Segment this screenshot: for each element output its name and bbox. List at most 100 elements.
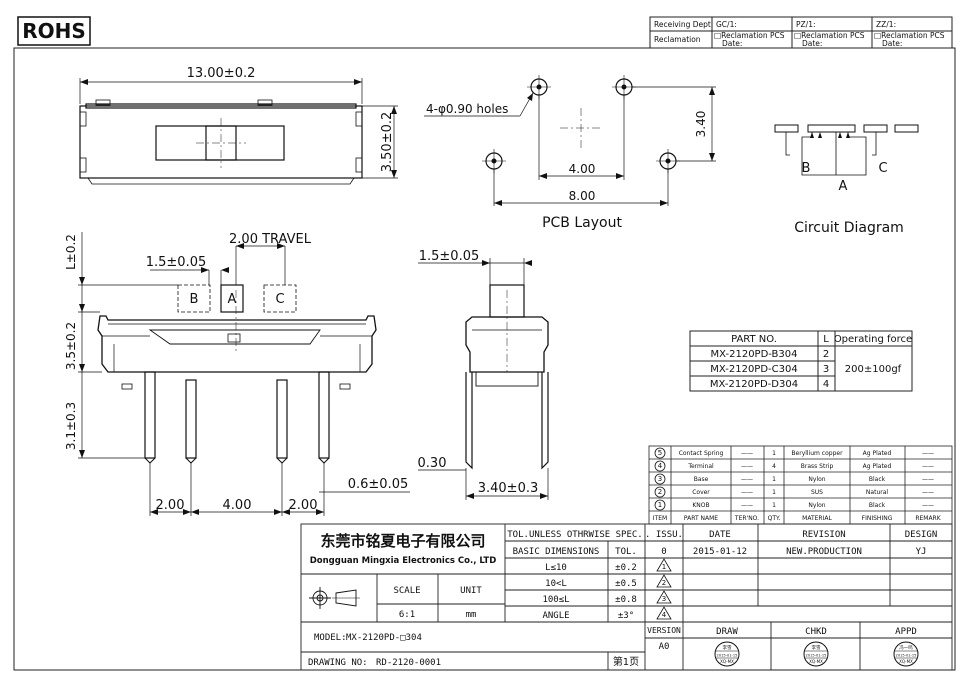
bom-cell-remark: —— — [922, 463, 934, 470]
circuit-label-b: B — [802, 161, 811, 176]
bom-cell-part: —— — [741, 463, 753, 470]
bom-cell-finish: Ag Plated — [863, 450, 892, 457]
circuit-title: Circuit Diagram — [794, 220, 904, 236]
front-pos-a: A — [228, 292, 237, 307]
pcb-hole-top-left — [527, 75, 551, 99]
stamp-date: 2015-01-15 — [896, 654, 917, 658]
part-row-part: MX-2120PD-C304 — [710, 364, 797, 375]
issu-header: . ISSU. — [645, 530, 683, 540]
rohs-text: ROHS — [22, 19, 86, 43]
basic-dims-header: BASIC DIMENSIONS — [513, 547, 600, 557]
receiving-dept-label: Receiving Dept — [654, 20, 711, 29]
bom-cell-part: —— — [741, 489, 753, 496]
bom-header-remark: REMARK — [915, 515, 941, 522]
projection-symbol — [309, 587, 360, 609]
bom-cell-material: Beryllium copper — [791, 450, 843, 457]
drawing-no-label: DRAWING NO: — [308, 658, 368, 668]
pcb-dim-400: 4.00 — [569, 162, 596, 176]
operating-force-value: 200±100gf — [845, 364, 902, 375]
bom-header-part-name: PART NAME — [684, 515, 718, 522]
pcb-holes-label: 4-φ0.90 holes — [426, 102, 508, 116]
tol-value: ±0.2 — [615, 563, 637, 573]
appd-header: APPD — [895, 627, 917, 637]
bom-header-ter-no: TER'NO. — [734, 515, 759, 522]
tol-range: 10<L — [545, 579, 567, 589]
bom-header-item: ITEM — [653, 515, 667, 522]
bom-cell-material: Nylon — [808, 502, 825, 509]
front-travel-dim: 2.00 TRAVEL — [229, 232, 312, 247]
bom-cell-remark: —— — [922, 502, 934, 509]
front-pitch-mid: 4.00 — [223, 498, 252, 513]
bom-cell-material: SUS — [811, 489, 823, 496]
design-header: DESIGN — [905, 530, 938, 540]
version-label: VERSION — [647, 626, 681, 635]
tol-range: L≤10 — [545, 563, 567, 573]
bom-cell-finish: Black — [869, 476, 886, 483]
company-name-cn: 东莞市铭夏电子有限公司 — [320, 532, 485, 550]
rohs-mark: ROHS — [17, 16, 91, 46]
tol-title: TOL.UNLESS OTHRWISE SPEC. — [507, 530, 642, 540]
circuit-label-c: C — [878, 161, 887, 176]
revision-triangle: 2 — [656, 574, 672, 588]
revision-triangle: 1 — [656, 558, 672, 572]
bom-header-material: MATERIAL — [802, 515, 832, 522]
bom-cell-name: KNOB — [692, 502, 709, 509]
bom-header-finishing: FINISHING — [862, 515, 893, 522]
bom-cell-name: Cover — [692, 489, 710, 496]
part-row-part: MX-2120PD-D304 — [710, 379, 798, 390]
title-block: 东莞市铭夏电子有限公司 Dongguan Mingxia Electronics… — [300, 523, 953, 671]
receiving-table: Receiving Dept GC/1: PZ/1: ZZ/1: Reclama… — [649, 16, 953, 49]
top-width-dim: 13.00±0.2 — [187, 66, 256, 81]
bom-cell-no: 2 — [658, 488, 662, 496]
stamp-code: XQ-MX — [720, 659, 734, 664]
bom-item-number-circle — [654, 499, 666, 511]
bom-cell-no: 3 — [658, 475, 662, 483]
stamp-name: 李雪 — [723, 644, 732, 651]
bom-cell-finish: Black — [869, 502, 886, 509]
bom-cell-remark: —— — [922, 450, 934, 457]
front-l-dim: L±0.2 — [64, 234, 78, 270]
top-view — [79, 78, 398, 185]
receiving-pz: PZ/1: — [796, 20, 816, 29]
pcb-dim-340: 3.40 — [694, 111, 708, 138]
revision-triangle-number: 1 — [662, 563, 666, 571]
bom-cell-part: —— — [741, 450, 753, 457]
top-height-dim: 3.50±0.2 — [380, 112, 395, 173]
revision-triangle: 4 — [656, 606, 672, 620]
bom-cell-qty: 1 — [772, 502, 776, 509]
draw-header: DRAW — [716, 627, 738, 637]
tol-value: ±0.8 — [615, 595, 637, 605]
bom-cell-name: Terminal — [687, 463, 714, 470]
reclamation-pcs-gc: □Reclamation PCS — [714, 31, 785, 40]
bom-cell-material: Brass Strip — [801, 463, 834, 470]
pcb-layout — [424, 75, 716, 206]
front-view — [78, 232, 410, 516]
revision-header: REVISION — [802, 530, 845, 540]
tol-range: ANGLE — [542, 611, 569, 621]
bom-cell-qty: 1 — [772, 450, 776, 457]
reclamation-pcs-pz: □Reclamation PCS — [794, 31, 865, 40]
bom-cell-qty: 1 — [772, 476, 776, 483]
pcb-title: PCB Layout — [542, 215, 622, 231]
part-row-part: MX-2120PD-B304 — [711, 349, 798, 360]
side-pin-span: 3.40±0.3 — [478, 481, 539, 496]
front-pin-dim: 3.1±0.3 — [64, 402, 78, 450]
tol-header: TOL. — [615, 547, 637, 557]
bom-cell-material: Nylon — [808, 476, 825, 483]
model-value: MX-2120PD-□304 — [346, 633, 422, 643]
front-pitch-left: 2.00 — [156, 498, 185, 513]
part-row-l: 3 — [823, 364, 829, 375]
bom-cell-no: 5 — [658, 449, 662, 457]
receiving-zz: ZZ/1: — [876, 20, 896, 29]
bom-cell-finish: Natural — [866, 489, 888, 496]
stamp-date: 2015-01-15 — [717, 654, 738, 658]
reclamation-date-gc: Date: — [722, 39, 742, 48]
part-row-l: 2 — [823, 349, 829, 360]
